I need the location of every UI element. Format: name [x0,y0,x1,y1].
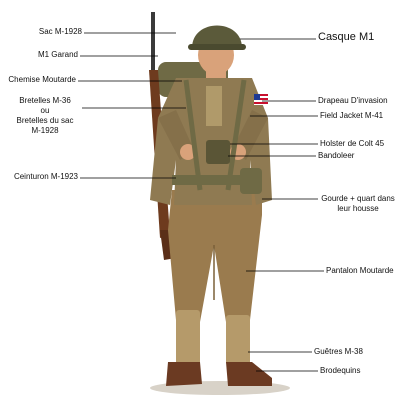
us-flag-icon [254,94,268,105]
label-bretelles-line-4: M-1928 [12,126,78,136]
label-gourde-line-2: leur housse [318,204,398,214]
label-drapeau: Drapeau D'invasion [318,96,388,106]
canteen [240,168,262,194]
label-holster: Holster de Colt 45 [320,139,384,149]
gaiters [176,310,250,365]
label-chemise: Chemise Moutarde [4,75,76,85]
label-bretelles-line-2: ou [12,106,78,116]
label-bretelles: Bretelles M-36 ou Bretelles du sac M-192… [12,96,78,136]
label-ceinturon: Ceinturon M-1923 [4,172,78,182]
label-garand: M1 Garand [8,50,78,60]
helmet [188,26,246,51]
label-bretelles-line-3: Bretelles du sac [12,116,78,126]
label-gourde: Gourde + quart dans leur housse [318,194,398,214]
label-bandoleer: Bandoleer [318,151,354,161]
label-gourde-line-1: Gourde + quart dans [318,194,398,204]
label-casque: Casque M1 [318,32,374,42]
bandoleer-pouch [206,140,230,164]
label-pantalon: Pantalon Moutarde [326,266,394,276]
label-field-jacket: Field Jacket M-41 [320,111,383,121]
trousers [168,190,262,322]
label-guetres: Guêtres M-38 [314,347,363,357]
label-bretelles-line-1: Bretelles M-36 [12,96,78,106]
label-sac: Sac M-1928 [8,27,82,37]
label-brodequins: Brodequins [320,366,360,376]
